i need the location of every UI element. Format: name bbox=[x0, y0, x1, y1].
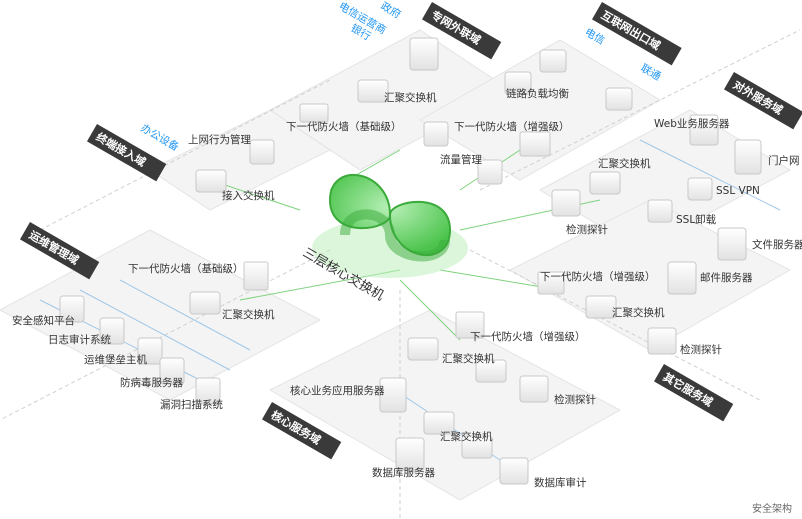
ssl-vpn-label: SSL VPN bbox=[716, 185, 760, 197]
server-icon bbox=[59, 295, 85, 323]
device-labels: 汇聚交换机 下一代防火墙（基础级） 链路负载均衡 下一代防火墙（增强级） 流量管… bbox=[12, 87, 802, 489]
server-icon bbox=[409, 37, 439, 71]
switch-icon bbox=[189, 291, 221, 315]
tag-external: 对外服务域 bbox=[724, 72, 802, 130]
switch-icon bbox=[357, 79, 389, 103]
server-icon bbox=[689, 114, 719, 146]
mail-server-label: 邮件服务器 bbox=[700, 271, 753, 284]
firewall-icon bbox=[299, 103, 329, 123]
dedicated-switch-label: 汇聚交换机 bbox=[384, 91, 437, 104]
balancer-icon bbox=[539, 49, 567, 73]
log-audit-label: 日志审计系统 bbox=[48, 333, 111, 346]
core-switch-icon bbox=[312, 174, 468, 278]
footer-caption: 安全架构 bbox=[752, 502, 792, 515]
platform-terminal bbox=[149, 109, 331, 211]
web-server-label: Web业务服务器 bbox=[654, 117, 730, 130]
vuln-scan-label: 漏洞扫描系统 bbox=[160, 398, 223, 411]
probe-icon bbox=[551, 189, 581, 217]
access-switch-label: 接入交换机 bbox=[222, 189, 275, 202]
switch-icon bbox=[585, 295, 617, 319]
server-icon bbox=[667, 261, 697, 295]
ac-icon bbox=[423, 121, 449, 147]
ac-icon bbox=[249, 139, 275, 165]
db-audit-label: 数据库审计 bbox=[534, 476, 587, 489]
balancer-icon bbox=[605, 87, 633, 111]
server-icon bbox=[195, 377, 221, 405]
firewall-icon bbox=[243, 261, 269, 291]
behavior-mgmt-label: 上网行为管理 bbox=[188, 133, 251, 146]
ops-firewall-label: 下一代防火墙（基础级） bbox=[128, 262, 244, 275]
device-icons bbox=[59, 37, 762, 485]
dedicated-firewall-label: 下一代防火墙（基础级） bbox=[286, 120, 402, 133]
balancer-icon bbox=[504, 71, 532, 95]
china-telecom-label: 电信 bbox=[583, 25, 608, 47]
portal-label: 门户网 bbox=[768, 154, 800, 167]
firewall-icon bbox=[537, 271, 565, 295]
ac-icon bbox=[477, 159, 503, 185]
ext-switch-label: 汇聚交换机 bbox=[598, 157, 651, 170]
core-firewall-label: 下一代防火墙（增强级） bbox=[470, 330, 586, 343]
switch-icon bbox=[195, 169, 227, 193]
switch-icon bbox=[589, 171, 621, 195]
server-icon bbox=[159, 357, 185, 385]
probe-icon bbox=[647, 327, 677, 355]
tag-other: 其它服务域 bbox=[654, 364, 734, 422]
core-probe-label: 检测探针 bbox=[554, 393, 596, 406]
server-icon bbox=[717, 227, 747, 261]
other-firewall-label: 下一代防火墙（增强级） bbox=[540, 270, 656, 283]
ssl-icon bbox=[687, 177, 713, 201]
server-icon bbox=[99, 317, 125, 345]
server-icon bbox=[395, 437, 425, 471]
china-unicom-label: 联通 bbox=[639, 62, 664, 83]
ext-probe-label: 检测探针 bbox=[566, 223, 608, 236]
tag-internet-label: 互联网出口域 bbox=[599, 8, 663, 53]
core-switch1-label: 汇聚交换机 bbox=[442, 352, 495, 365]
link-balancer-label: 链路负载均衡 bbox=[506, 87, 569, 100]
ad-icon bbox=[647, 199, 673, 223]
firewall-icon bbox=[455, 311, 485, 339]
office-equipment-label: 办公设备 bbox=[139, 121, 182, 154]
ssl-offload-label: SSL卸载 bbox=[676, 213, 717, 226]
core-app-server-label: 核心业务应用服务器 bbox=[290, 384, 385, 397]
government-label: 政府 bbox=[379, 0, 404, 21]
server-icon bbox=[137, 337, 163, 365]
firewall-icon bbox=[519, 131, 551, 157]
server-icon bbox=[379, 377, 407, 413]
antivirus-label: 防病毒服务器 bbox=[120, 376, 183, 389]
probe-icon bbox=[519, 375, 549, 403]
tag-internet: 互联网出口域 bbox=[592, 2, 682, 66]
flow-mgmt-label: 流量管理 bbox=[440, 153, 482, 166]
ops-switch-label: 汇聚交换机 bbox=[222, 308, 275, 321]
tag-ops: 运维管理域 bbox=[20, 222, 100, 280]
switch-icon bbox=[407, 337, 439, 361]
db-server-label: 数据库服务器 bbox=[372, 466, 435, 479]
switch-icon bbox=[475, 359, 507, 383]
internet-firewall-label: 下一代防火墙（增强级） bbox=[454, 120, 570, 133]
switch-icon bbox=[461, 435, 493, 459]
other-switch-label: 汇聚交换机 bbox=[612, 306, 665, 319]
security-platform-label: 安全感知平台 bbox=[12, 314, 75, 327]
switch-icon bbox=[423, 411, 455, 435]
bastion-label: 运维堡垒主机 bbox=[84, 353, 147, 366]
probe-icon bbox=[499, 457, 529, 485]
core-switch2-label: 汇聚交换机 bbox=[440, 430, 493, 443]
server-icon bbox=[734, 139, 762, 175]
file-server-label: 文件服务器 bbox=[752, 238, 802, 251]
other-probe-label: 检测探针 bbox=[680, 343, 722, 356]
